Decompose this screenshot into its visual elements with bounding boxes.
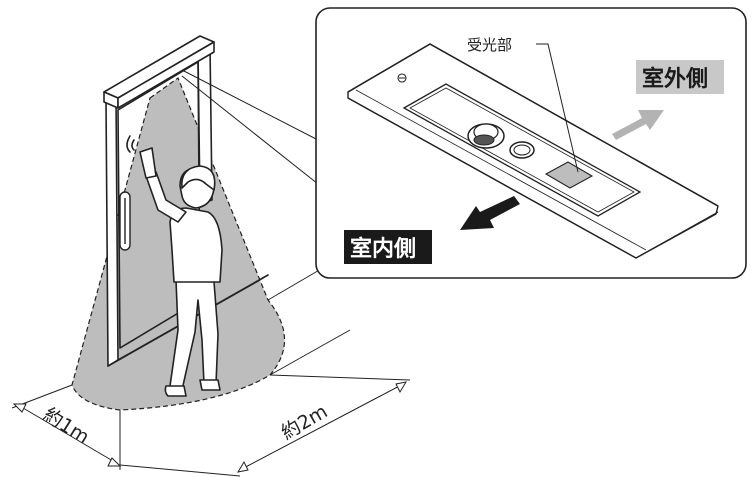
width-distance-label: 約1m [39, 404, 93, 449]
person-figure [126, 135, 223, 397]
dimension-lines [11, 254, 411, 477]
sensor-indicator-ring [509, 141, 535, 159]
indoor-direction-arrow [460, 196, 520, 230]
outdoor-side-label: 室外側 [642, 66, 708, 92]
door-handle [119, 191, 131, 251]
receiver-label: 受光部 [467, 36, 512, 54]
sensor-lens [467, 123, 505, 149]
receiver-window [544, 161, 594, 189]
indoor-side-label-bg [344, 230, 432, 264]
outdoor-direction-arrow [612, 110, 664, 140]
outdoor-side-label-bg [636, 60, 724, 94]
callout-pointer [181, 69, 319, 185]
indoor-side-label: 室内側 [350, 236, 416, 262]
depth-distance-label: 約2m [278, 400, 332, 444]
